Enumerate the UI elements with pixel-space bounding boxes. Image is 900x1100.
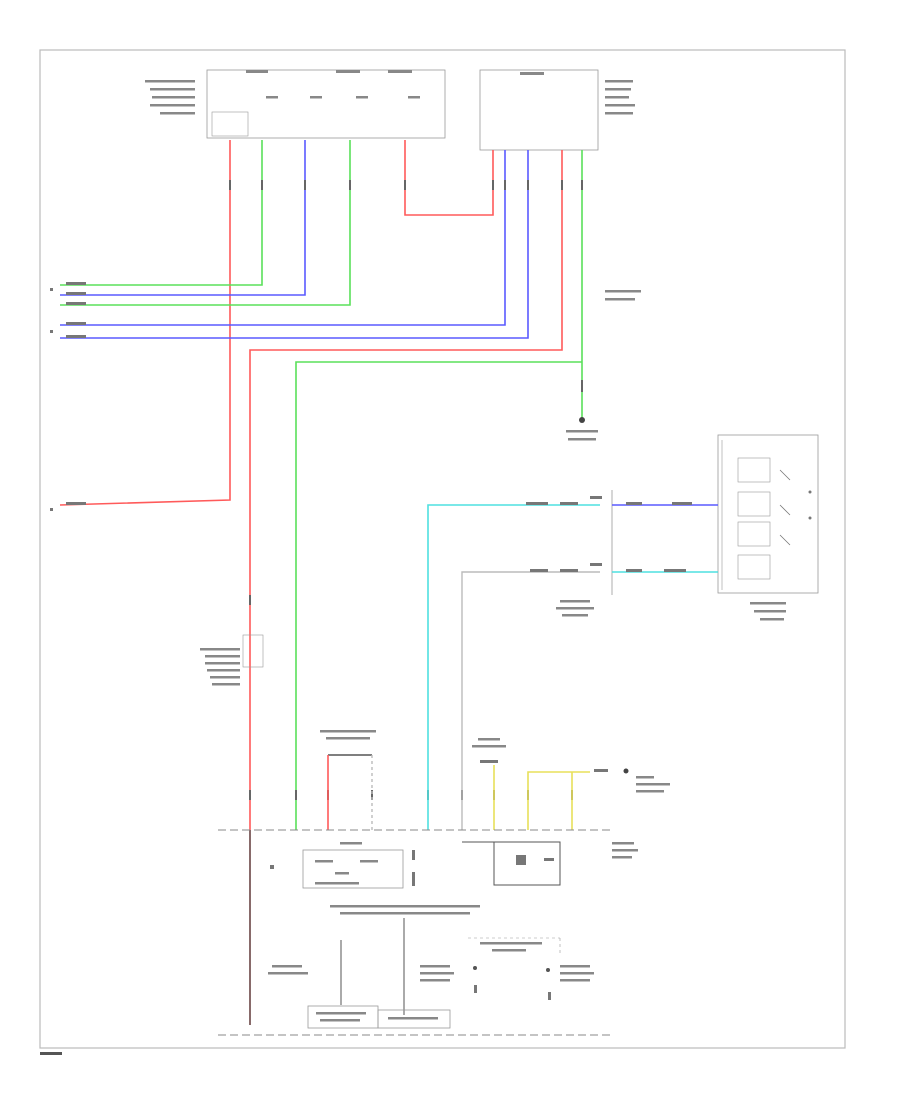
pcm-label	[420, 937, 594, 1000]
left-ecu-label	[145, 80, 195, 115]
wire-green-4	[295, 361, 582, 830]
control-unit-top-right	[479, 69, 599, 151]
junction-connector	[242, 634, 264, 668]
wire-green-2	[60, 140, 351, 306]
fuse-box-top-left-inner	[211, 111, 249, 137]
brake-light-switch	[472, 738, 506, 763]
junction-connector-label	[200, 648, 240, 686]
cruise-switch-items	[721, 440, 812, 590]
footer-code-mark	[40, 1052, 62, 1055]
brake-fuse-link	[594, 768, 670, 793]
gauge-control-text	[315, 842, 378, 885]
wire-blue-1	[60, 140, 306, 296]
wire-red-loop	[404, 140, 494, 216]
wire-blue-3	[60, 150, 529, 339]
wire-red-2	[249, 150, 563, 1025]
cable-reel-label	[556, 600, 594, 617]
wire-yellow-2	[527, 771, 590, 830]
bottom-unit-box-1	[307, 1005, 379, 1029]
wire-green-1	[60, 140, 263, 286]
control-unit-text	[520, 72, 635, 115]
fuse-box-text	[246, 70, 420, 99]
right-side-label	[605, 290, 641, 301]
cruise-switch-label	[750, 602, 786, 621]
fuse-box-top-left	[206, 69, 446, 139]
ecm-internal	[516, 855, 554, 865]
bottom-unit-box-2	[377, 1009, 451, 1029]
bottom-unit-title	[330, 905, 480, 915]
ecm-loop	[462, 841, 561, 886]
connector-ticks	[229, 180, 583, 800]
bottom-left-switch	[268, 965, 308, 975]
brake-switch-top	[320, 730, 376, 756]
left-connector-labels	[50, 282, 86, 511]
gauge-control-module	[302, 849, 404, 889]
bottom-box-text	[316, 1012, 438, 1022]
wire-blue-2	[60, 150, 506, 326]
ground-symbol	[566, 417, 598, 441]
diagram-frame	[39, 49, 846, 1049]
wire-gray-1	[461, 571, 600, 830]
cruise-switch-box	[717, 434, 819, 594]
engine-control-module-label	[612, 842, 638, 859]
wire-red-1	[59, 140, 231, 506]
side-markers	[270, 850, 415, 886]
wire-cyan-1	[427, 504, 600, 830]
cable-reel-wire-labels	[526, 496, 692, 572]
